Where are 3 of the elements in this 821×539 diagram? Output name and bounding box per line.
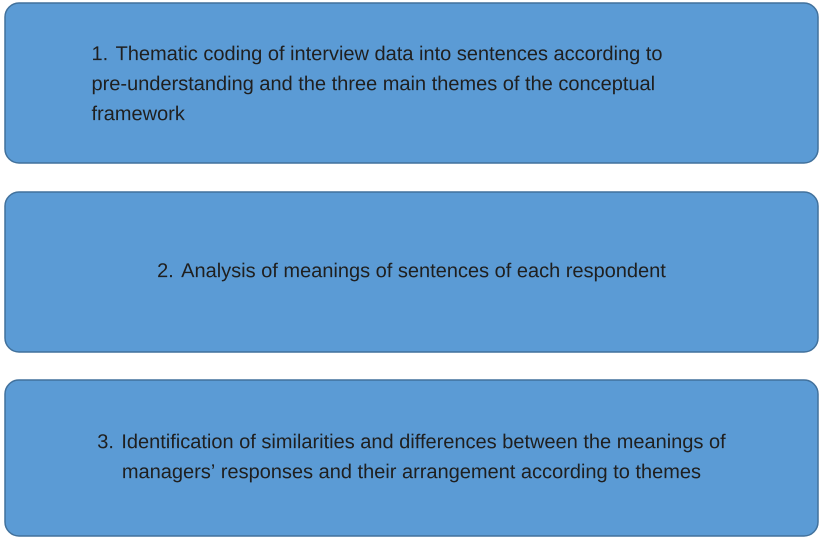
process-box: 2. Analysis of meanings of sentences of each respondent [4,191,819,353]
process-box: 3. Identification of similarities and differences between the meanings of managers’ responses and their arrangement according to themes [4,379,819,537]
process-box: 1. Thematic coding of interview data into sentences according to pre-understanding and the three main themes of the conceptual framework [4,2,819,164]
